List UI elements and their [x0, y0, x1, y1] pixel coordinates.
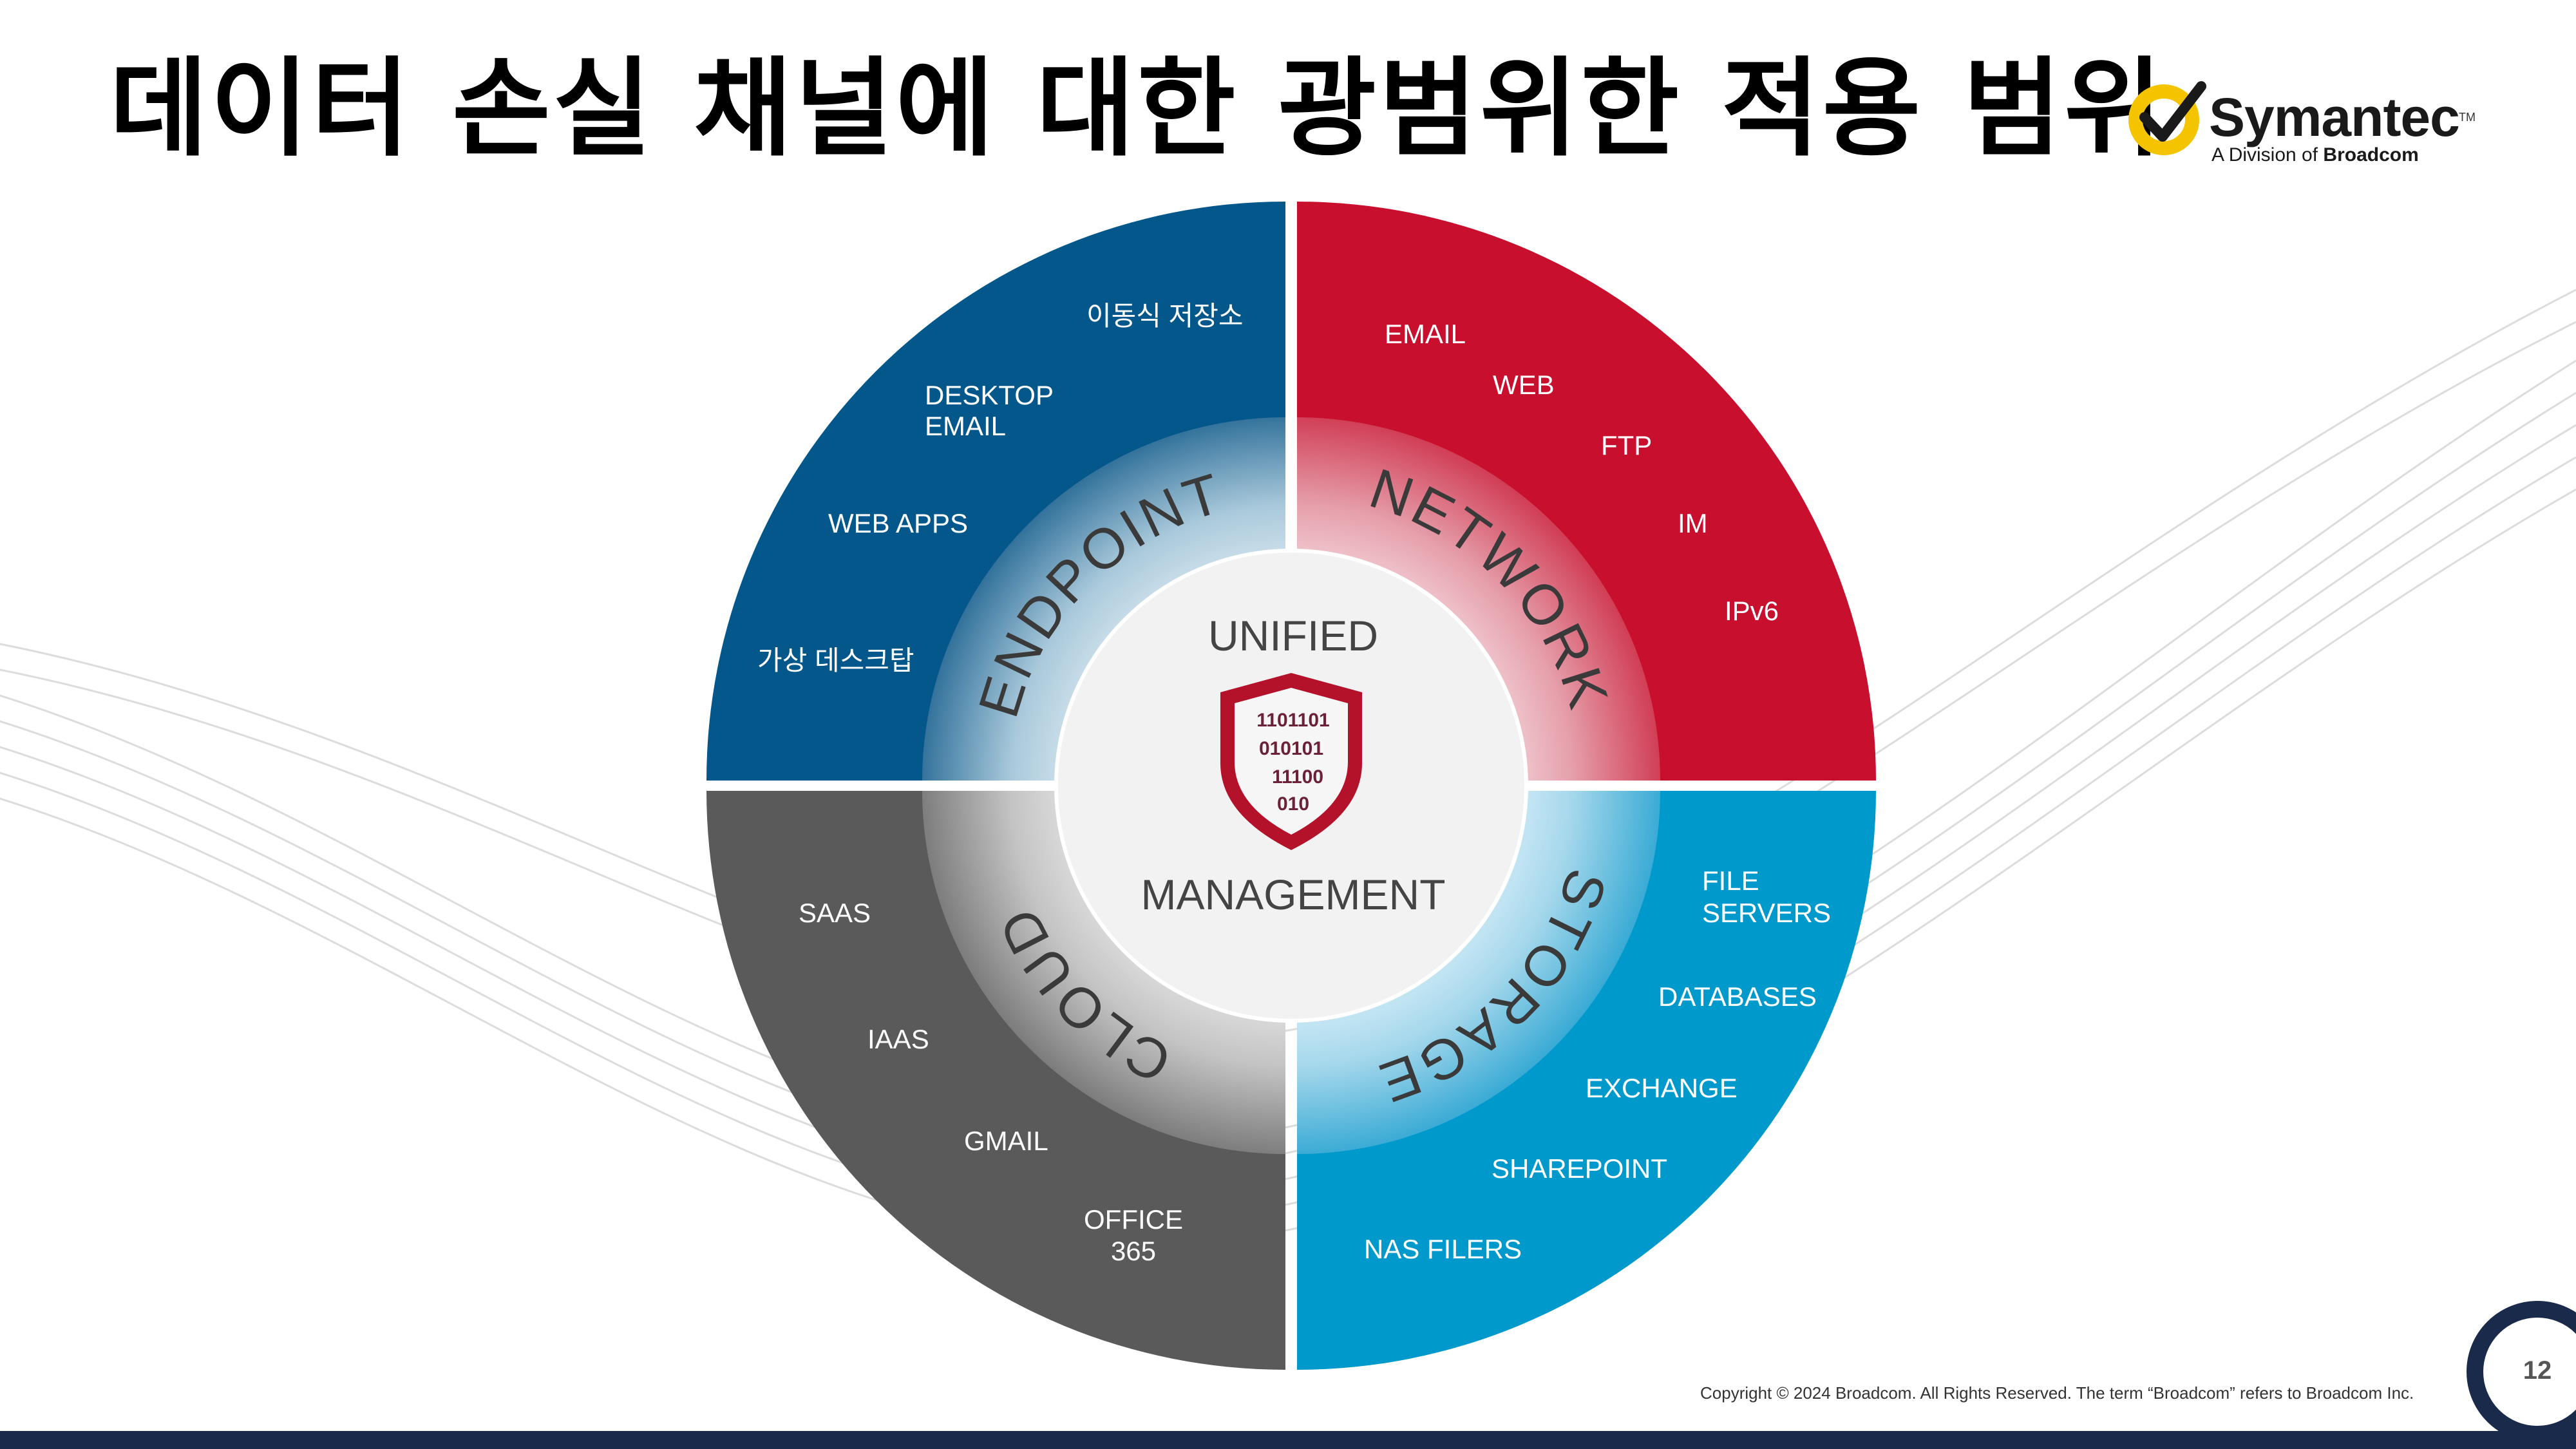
endpoint-items: 이동식 저장소 DESKTOP EMAIL WEB APPS 가상 데스크탑: [757, 301, 1244, 676]
page-title: 데이터 손실 채널에 대한 광범위한 적용 범위: [109, 47, 2165, 171]
endpoint-item: EMAIL: [925, 411, 1006, 441]
endpoint-item: DESKTOP: [925, 380, 1054, 410]
management-label: MANAGEMENT: [1141, 871, 1445, 918]
copyright-text: Copyright © 2024 Broadcom. All Rights Re…: [1700, 1383, 2414, 1403]
endpoint-item: WEB APPS: [828, 508, 968, 538]
network-items: EMAIL WEB FTP IM IPv6: [1385, 319, 1779, 626]
unified-label: UNIFIED: [1208, 612, 1378, 659]
logo-subtitle: A Division of Broadcom: [2211, 144, 2419, 166]
shield-icon: 1101101 010101 11100 010: [1220, 673, 1362, 850]
footer-bar: [0, 1431, 2576, 1449]
page-number: 12: [2523, 1356, 2552, 1385]
storage-item: NAS FILERS: [1364, 1234, 1522, 1264]
cloud-item: SAAS: [799, 898, 871, 928]
cloud-item: GMAIL: [964, 1126, 1048, 1156]
shield-binary-line-3: 11100: [1272, 766, 1323, 788]
storage-item: DATABASES: [1658, 981, 1817, 1012]
network-item: IM: [1678, 508, 1708, 538]
shield-binary-line-4: 010: [1277, 793, 1309, 815]
shield-binary-line-1: 1101101: [1256, 710, 1329, 731]
network-item: EMAIL: [1385, 319, 1466, 349]
network-item: IPv6: [1725, 596, 1779, 626]
network-item: WEB: [1493, 370, 1555, 400]
symantec-logo: Symantec TM A Division of Broadcom: [2125, 77, 2486, 174]
logo-sub-brand: Broadcom: [2323, 144, 2419, 166]
cloud-item: OFFICE: [1084, 1204, 1183, 1235]
endpoint-item: 가상 데스크탑: [757, 645, 914, 676]
shield-binary-line-2: 010101: [1259, 738, 1323, 759]
cloud-items: SAAS IAAS GMAIL OFFICE 365: [799, 898, 1183, 1266]
storage-item: SERVERS: [1702, 898, 1831, 928]
logo-sub-prefix: A Division of: [2211, 144, 2324, 166]
cloud-item: IAAS: [867, 1024, 929, 1054]
storage-item: SHAREPOINT: [1492, 1153, 1667, 1184]
logo-trademark: TM: [2459, 111, 2476, 124]
endpoint-item: 이동식 저장소: [1086, 301, 1244, 331]
storage-items: FILE SERVERS DATABASES EXCHANGE SHAREPOI…: [1364, 866, 1831, 1264]
network-item: FTP: [1601, 430, 1652, 460]
cloud-item: 365: [1111, 1236, 1156, 1266]
storage-item: EXCHANGE: [1586, 1073, 1738, 1103]
storage-item: FILE: [1702, 866, 1759, 896]
logo-wordmark: Symantec: [2209, 87, 2460, 147]
checkmark-logo-icon: [2128, 81, 2206, 155]
